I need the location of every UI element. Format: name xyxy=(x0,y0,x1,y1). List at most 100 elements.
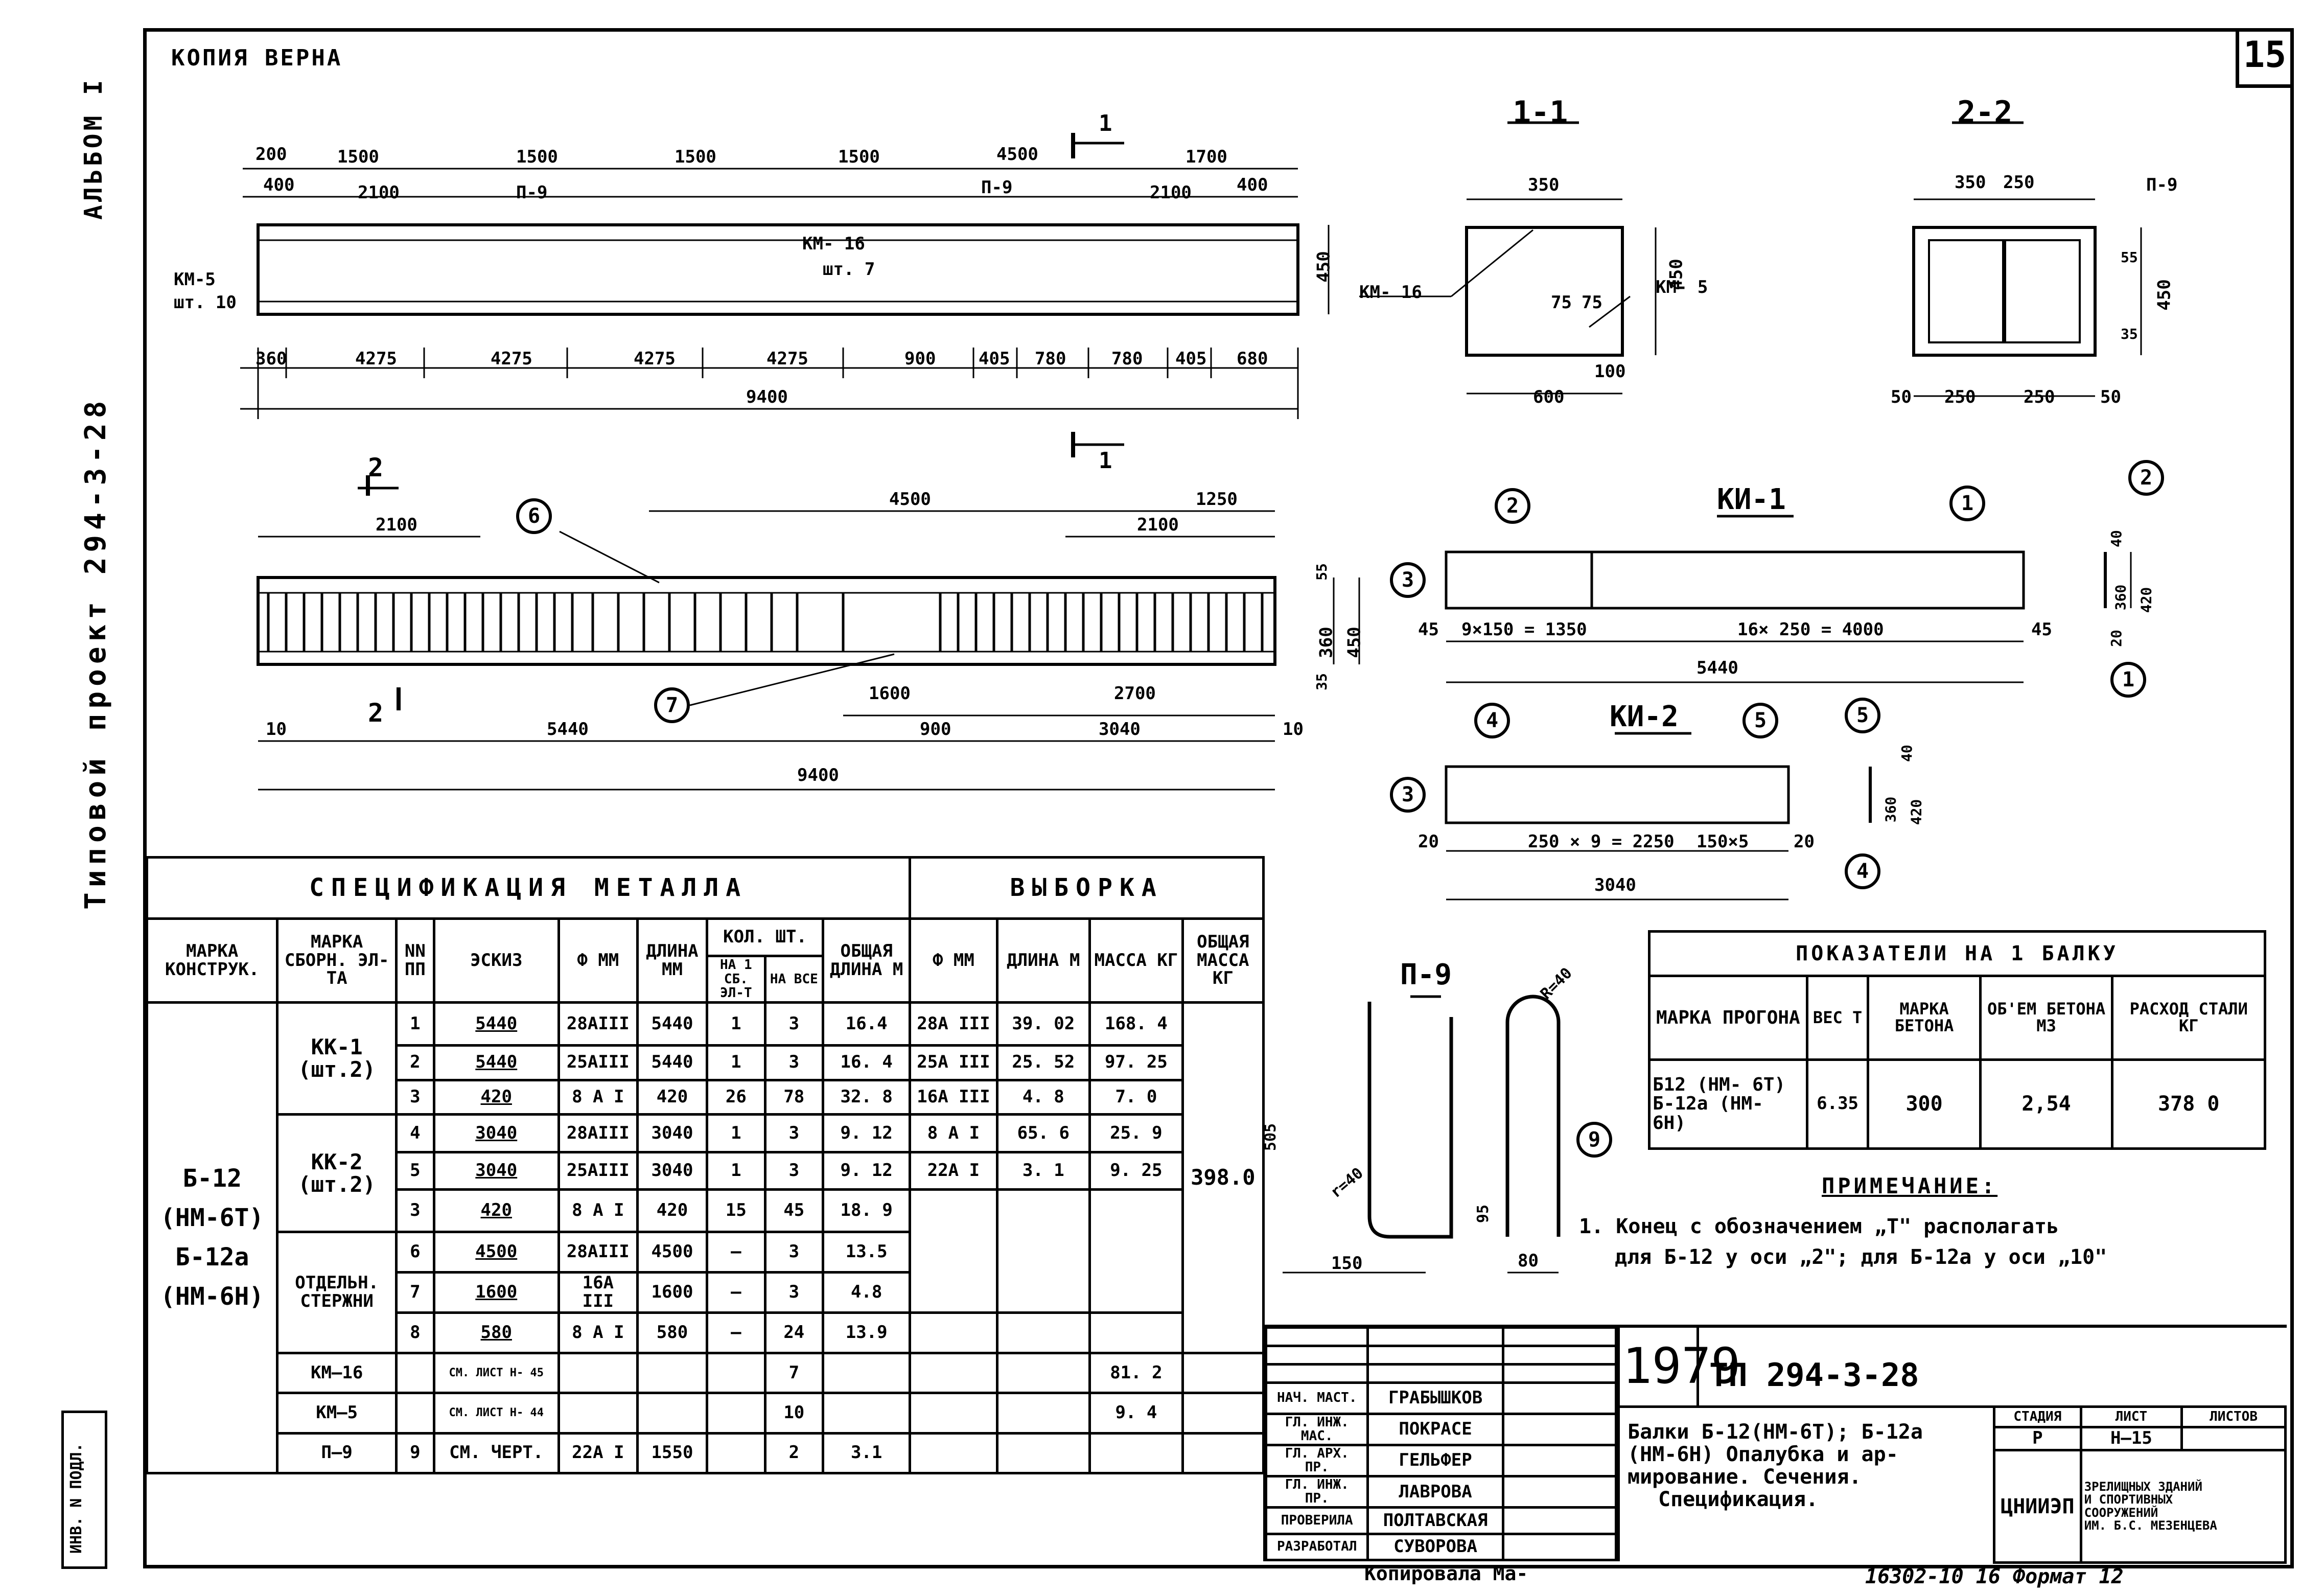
section-mark-1-top: 1 xyxy=(1099,110,1112,136)
indicators-table: ПОКАЗАТЕЛИ НА 1 БАЛКУ МАРКА ПРОГОНА ВЕС … xyxy=(1648,930,2266,1150)
signature xyxy=(1501,1532,1618,1562)
ki1-section-callout-2: 2 xyxy=(2128,460,2164,496)
dim-bottom-7: 780 xyxy=(1035,349,1066,369)
ki2-section-callout-5: 5 xyxy=(1845,698,1880,733)
dim-bottom-0: 360 xyxy=(255,349,287,369)
rebar-dim-2700: 2700 xyxy=(1114,683,1156,704)
title-year: 1979 xyxy=(1622,1337,1741,1395)
rebar-dim-3040: 3040 xyxy=(1099,719,1141,740)
ki1-dim-45-right: 45 xyxy=(2031,619,2052,640)
staff-row: ГЛ. ИНЖ. МАС.ПОКРАСЕ xyxy=(1264,1413,1618,1447)
table-row: 7 1600 16А III 1600 — 3 4.8 xyxy=(147,1270,1264,1314)
rebar-dim-900: 900 xyxy=(920,719,951,740)
s11-dim-75a: 75 xyxy=(1551,292,1572,313)
ki2-dim-2250: 250 × 9 = 2250 xyxy=(1528,831,1675,852)
dim-bottom-4: 4275 xyxy=(766,349,808,369)
s22-dim-450: 450 xyxy=(2154,279,2175,311)
title-code: ТП 294-3-28 xyxy=(1709,1356,1919,1394)
ki1-dim-360: 360 xyxy=(2112,584,2129,611)
s22-dim-35: 35 xyxy=(2121,326,2138,342)
table-row: 3 420 8 А I 420 26 78 32. 8 16А III 4. 8… xyxy=(147,1078,1264,1116)
signature xyxy=(1501,1506,1618,1535)
ki1-callout-1: 1 xyxy=(1949,486,1985,521)
s11-dim-600: 600 xyxy=(1533,387,1565,407)
signature xyxy=(1501,1475,1618,1509)
note-line-2: для Б-12 у оси „2"; для Б-12а у оси „10" xyxy=(1615,1245,2107,1269)
title-block-main xyxy=(1617,1326,2289,1561)
hdr-sel-length: ДЛИНА М xyxy=(995,917,1091,1004)
dim-bottom-10: 680 xyxy=(1237,349,1268,369)
s22-dim-55: 55 xyxy=(2121,249,2138,266)
label-km16-qty: шт. 7 xyxy=(823,259,875,280)
dim-bottom-6: 405 xyxy=(979,349,1010,369)
rebar-h-55: 55 xyxy=(1313,563,1330,581)
table-row: Б-12(НМ-6Т)Б-12а(НМ-6Н) КК-1 (шт.2) 1 54… xyxy=(145,1001,1265,1474)
note-title: ПРИМЕЧАНИЕ: xyxy=(1822,1173,1998,1198)
s22-dim-250: 250 xyxy=(2003,172,2035,193)
s22-dim-50a: 50 xyxy=(1891,387,1912,407)
rebar-dim-9400: 9400 xyxy=(797,765,839,786)
dim-bottom-1: 4275 xyxy=(355,349,397,369)
s22-label-p9: П-9 xyxy=(2146,175,2178,195)
title-description: Балки Б-12(НМ-6Т); Б-12а(НМ-6Н) Опалубка… xyxy=(1628,1420,1923,1511)
rebar-dim-2100-left: 2100 xyxy=(376,515,417,535)
label-km5: КМ-5 xyxy=(174,269,216,290)
rebar-h-360: 360 xyxy=(1316,627,1337,658)
section-2-2-title: 2-2 xyxy=(1957,95,2013,130)
group-kk2: КК-2 (шт.2) xyxy=(276,1113,398,1234)
rebar-h-35: 35 xyxy=(1313,673,1330,690)
sheet-number-box xyxy=(2236,28,2290,88)
org-logo: ЦНИИЭП xyxy=(1993,1449,2082,1564)
rebar-dim-2100-right: 2100 xyxy=(1137,515,1179,535)
label-km5-qty: шт. 10 xyxy=(174,292,237,313)
dim-top-0: 200 xyxy=(255,144,287,165)
rebar-section-mark-2-bottom: 2 xyxy=(368,698,384,728)
dim-second-0: 400 xyxy=(263,175,295,195)
ki1-dim-1350: 9×150 = 1350 xyxy=(1461,619,1587,640)
ki1-callout-2: 2 xyxy=(1495,488,1530,524)
indicators-title: ПОКАЗАТЕЛИ НА 1 БАЛКУ xyxy=(1648,930,2266,978)
s11-label-km5: КМ- 5 xyxy=(1656,277,1708,297)
signature xyxy=(1501,1381,1618,1416)
ki1-callout-3: 3 xyxy=(1390,562,1426,598)
dim-bottom-5: 900 xyxy=(904,349,936,369)
dim-bottom-9: 405 xyxy=(1175,349,1207,369)
s11-label-km16: КМ- 16 xyxy=(1359,282,1422,303)
ki1-dim-4000: 16× 250 = 4000 xyxy=(1737,619,1884,640)
table-row: 5 3040 25АIII 3040 1 3 9. 12 22А I 3. 1 … xyxy=(147,1150,1264,1191)
hdr-sel-diameter: Ф ММ xyxy=(909,917,998,1004)
section-mark-1-bottom: 1 xyxy=(1099,448,1112,474)
copy-stamp: КОПИЯ ВЕРНА xyxy=(171,45,343,71)
ki2-dim-420: 420 xyxy=(1908,799,1925,825)
table-row: КК-2 (шт.2) 4 3040 28АIII 3040 1 3 9. 12… xyxy=(147,1113,1264,1234)
rebar-dim-1600: 1600 xyxy=(869,683,911,704)
hdr-length: ДЛИНА ММ xyxy=(636,917,709,1004)
hdr-sel-total-mass: ОБЩАЯ МАССА КГ xyxy=(1181,917,1265,1004)
hdr-sel-mass: МАССА КГ xyxy=(1088,917,1184,1004)
s11-dim-75b: 75 xyxy=(1582,292,1602,313)
dim-total: 9400 xyxy=(746,387,788,407)
note-line-1: 1. Конец с обозначением „Т" располагать xyxy=(1579,1215,2059,1238)
rebar-dim-5440: 5440 xyxy=(547,719,589,740)
rebar-dim-4500: 4500 xyxy=(889,489,931,510)
s22-dim-250b: 250 xyxy=(2024,387,2055,407)
ki1-dim-20: 20 xyxy=(2107,630,2125,647)
dim-top-4: 1500 xyxy=(838,147,880,167)
p9-dim-80: 80 xyxy=(1518,1251,1539,1271)
dim-top-6: 1700 xyxy=(1186,147,1227,167)
ki2-dim-150x5: 150×5 xyxy=(1696,831,1749,852)
metal-spec-table: СПЕЦИФИКАЦИЯ МЕТАЛЛА ВЫБОРКА МАРКА КОНСТ… xyxy=(145,856,1265,1475)
ki2-section-callout-4: 4 xyxy=(1845,853,1880,889)
ki2-dim-360: 360 xyxy=(1882,796,1899,823)
hdr-sketch: ЭСКИЗ xyxy=(432,917,560,1004)
rebar-dim-10-left: 10 xyxy=(266,719,287,740)
ki1-dim-40: 40 xyxy=(2107,530,2125,547)
s11-dim-350: 350 xyxy=(1528,175,1560,195)
rebar-dim-10-right: 10 xyxy=(1283,719,1304,740)
signature xyxy=(1501,1444,1618,1478)
drawing-frame xyxy=(143,28,2294,1568)
